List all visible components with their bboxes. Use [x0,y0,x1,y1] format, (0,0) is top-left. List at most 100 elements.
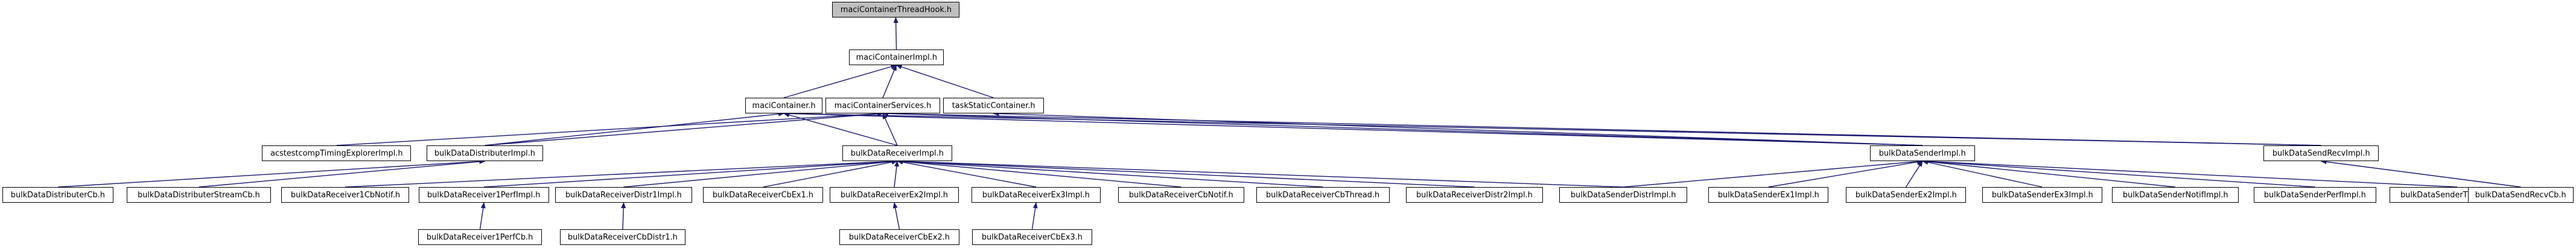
graph-edge [897,159,1624,188]
graph-node-label: bulkDataSenderNotifImpl.h [2122,190,2228,200]
graph-node-bulkDataReceiverCbEx3-h[interactable]: bulkDataReceiverCbEx3.h [972,229,1092,245]
graph-node-label: bulkDataSendRecvImpl.h [2272,148,2370,158]
graph-node-maciContainer-h[interactable]: maciContainer.h [745,98,822,113]
graph-node-bulkDataDistributerCb-h[interactable]: bulkDataDistributerCb.h [2,187,113,203]
graph-edge [783,111,2321,146]
graph-node-bulkDataSenderEx3Impl-h[interactable]: bulkDataSenderEx3Impl.h [1982,187,2102,203]
graph-node-label: bulkDataSenderEx3Impl.h [1991,190,2093,200]
graph-node-bulkDataReceiver1PerfCb-h[interactable]: bulkDataReceiver1PerfCb.h [418,229,542,245]
graph-node-label: bulkDataReceiverDistr2Impl.h [1416,190,1533,200]
graph-node-label: maciContainerThreadHook.h [840,5,952,14]
graph-edge [783,111,1923,146]
graph-node-label: bulkDataReceiverEx2Impl.h [840,190,949,200]
graph-edge [199,159,486,188]
graph-edge [485,111,883,146]
graph-node-label: bulkDataReceiverImpl.h [850,148,944,158]
graph-node-label: bulkDataSenderDistrImpl.h [1570,190,1676,200]
graph-node-label: maciContainerImpl.h [856,52,937,62]
graph-node-bulkDataReceiverCbThread-h[interactable]: bulkDataReceiverCbThread.h [1256,187,1390,203]
graph-edge [57,159,486,188]
graph-node-bulkDataReceiverDistr1Impl-h[interactable]: bulkDataReceiverDistr1Impl.h [555,187,692,203]
graph-node-bulkDataReceiverCbEx2-h[interactable]: bulkDataReceiverCbEx2.h [839,229,959,245]
graph-edge [993,111,1923,146]
graph-node-label: bulkDataReceiverCbDistr1.h [568,232,678,242]
graph-node-label: bulkDataDistributerStreamCb.h [138,190,260,200]
graph-edge [1922,159,2176,188]
graph-edge [345,159,898,188]
graph-node-label: bulkDataReceiver1PerfCb.h [427,232,533,242]
graph-node-bulkDataReceiverDistr2Impl-h[interactable]: bulkDataReceiverDistr2Impl.h [1406,187,1543,203]
graph-edge [895,65,994,98]
graph-node-label: bulkDataReceiver1PerfImpl.h [427,190,541,200]
graph-node-maciContainerImpl-h[interactable]: maciContainerImpl.h [849,49,944,65]
graph-edge [897,159,1475,188]
graph-node-label: bulkDataSendRecvCb.h [2475,190,2566,200]
graph-edge [783,112,898,146]
graph-node-acstestcompTimingExplorerImpl-h[interactable]: acstestcompTimingExplorerImpl.h [262,145,411,161]
graph-edge [336,111,883,146]
graph-edge [623,159,898,188]
graph-node-label: bulkDataReceiverDistr1Impl.h [565,190,682,200]
graph-edge [1768,159,1923,188]
graph-node-label: bulkDataDistributerImpl.h [434,148,536,158]
graph-edge [893,17,898,50]
graph-node-taskStaticContainer-h[interactable]: taskStaticContainer.h [943,98,1044,113]
graph-edge [1031,202,1038,230]
graph-node-bulkDataSenderPerfImpl-h[interactable]: bulkDataSenderPerfImpl.h [2254,187,2376,203]
graph-edge [1922,159,2043,188]
graph-edge [479,202,486,230]
graph-node-bulkDataSenderImpl-h[interactable]: bulkDataSenderImpl.h [1870,145,1975,161]
graph-edge [882,65,897,98]
graph-edge [897,159,1323,188]
graph-node-label: maciContainer.h [752,101,816,110]
graph-node-label: acstestcompTimingExplorerImpl.h [270,148,403,158]
graph-node-label: bulkDataSenderPerfImpl.h [2263,190,2367,200]
graph-node-bulkDataSenderEx2Impl-h[interactable]: bulkDataSenderEx2Impl.h [1846,187,1966,203]
graph-edge [1905,161,1923,188]
graph-node-label: bulkDataReceiverEx3Impl.h [982,190,1090,200]
graph-node-bulkDataReceiverEx2Impl-h[interactable]: bulkDataReceiverEx2Impl.h [830,187,959,203]
graph-node-bulkDataReceiverCbNotif-h[interactable]: bulkDataReceiverCbNotif.h [1118,187,1244,203]
graph-edge [1922,159,2315,188]
graph-node-bulkDataReceiver1PerfImpl-h[interactable]: bulkDataReceiver1PerfImpl.h [419,187,549,203]
graph-node-bulkDataSenderDistrImpl-h[interactable]: bulkDataSenderDistrImpl.h [1559,187,1687,203]
graph-node-bulkDataSendRecvImpl-h[interactable]: bulkDataSendRecvImpl.h [2263,145,2379,161]
graph-node-bulkDataReceiverCbDistr1-h[interactable]: bulkDataReceiverCbDistr1.h [560,229,685,245]
graph-node-bulkDataDistributerImpl-h[interactable]: bulkDataDistributerImpl.h [427,145,543,161]
graph-edge [882,113,898,146]
graph-node-bulkDataSendRecvCb-h[interactable]: bulkDataSendRecvCb.h [2468,187,2574,203]
graph-node-bulkDataReceiverEx3Impl-h[interactable]: bulkDataReceiverEx3Impl.h [972,187,1101,203]
graph-edge [1922,159,2458,188]
graph-node-label: bulkDataReceiver1CbNotif.h [290,190,400,200]
graph-node-maciContainerServices-h[interactable]: maciContainerServices.h [825,98,940,113]
graph-edge [483,159,898,188]
graph-node-label: bulkDataReceiverCbEx1.h [712,190,814,200]
graph-node-label: taskStaticContainer.h [952,101,1035,110]
graph-node-bulkDataReceiverImpl-h[interactable]: bulkDataReceiverImpl.h [842,145,952,161]
graph-edge [485,111,784,146]
graph-edge [1623,159,1923,188]
graph-edge [894,161,899,188]
graph-node-label: maciContainerServices.h [834,101,932,110]
graph-node-label: bulkDataDistributerCb.h [10,190,106,200]
graph-node-label: bulkDataSenderImpl.h [1878,148,1967,158]
graph-node-label: bulkDataReceiverCbEx2.h [848,232,950,242]
graph-node-label: bulkDataSenderEx2Impl.h [1855,190,1957,200]
graph-edge [897,159,1037,188]
graph-node-maciContainerThreadHook-h[interactable]: maciContainerThreadHook.h [832,2,959,17]
graph-edge [882,111,1923,146]
graph-edge [2320,159,2521,188]
graph-node-bulkDataDistributerStreamCb-h[interactable]: bulkDataDistributerStreamCb.h [127,187,271,203]
graph-node-label: bulkDataReceiverCbEx3.h [981,232,1083,242]
graph-edge [783,64,897,98]
graph-node-bulkDataSenderEx1Impl-h[interactable]: bulkDataSenderEx1Impl.h [1708,187,1828,203]
graph-edge [882,111,2321,146]
graph-node-bulkDataReceiverCbEx1-h[interactable]: bulkDataReceiverCbEx1.h [703,187,823,203]
graph-edge [892,202,900,230]
graph-node-bulkDataSenderNotifImpl-h[interactable]: bulkDataSenderNotifImpl.h [2112,187,2239,203]
graph-node-bulkDataReceiver1CbNotif-h[interactable]: bulkDataReceiver1CbNotif.h [281,187,409,203]
graph-node-label: bulkDataSenderEx1Impl.h [1717,190,1819,200]
graph-edge [621,202,626,230]
